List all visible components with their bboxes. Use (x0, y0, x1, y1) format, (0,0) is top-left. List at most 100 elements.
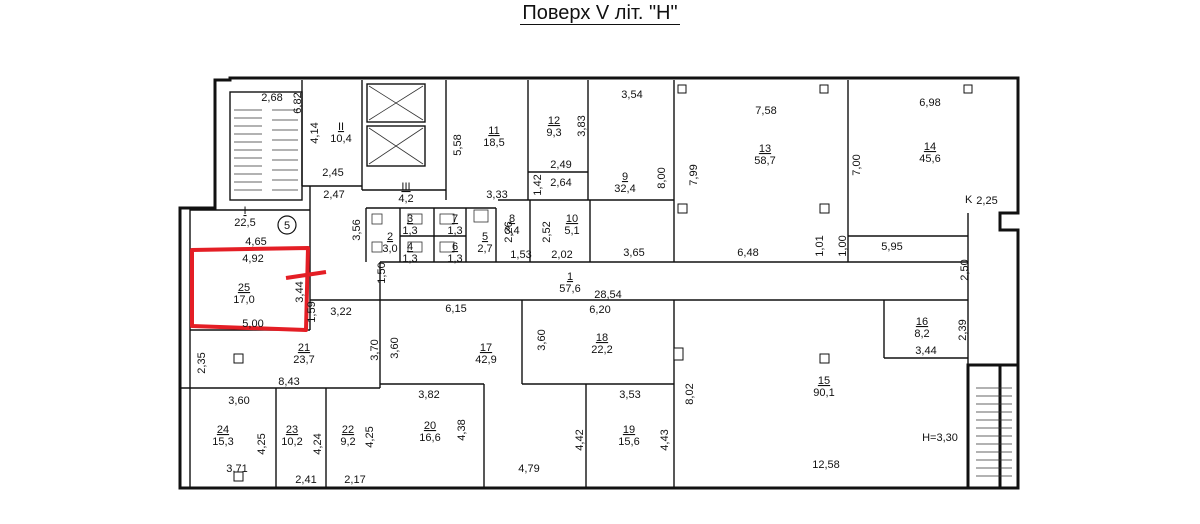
room-area-r5: 2,7 (477, 243, 492, 255)
room-area-r14: 45,6 (919, 153, 940, 165)
room-number-r3: 3 (407, 213, 413, 225)
room-number-r16: 16 (916, 316, 928, 328)
room-area-r9: 32,4 (614, 183, 635, 195)
room-number-r25: 25 (238, 282, 250, 294)
dimension-label: 2,47 (323, 189, 344, 201)
room-area-r23: 10,2 (281, 436, 302, 448)
room-area-r2: 3,0 (382, 243, 397, 255)
dimension-label: 4,43 (659, 429, 671, 450)
room-number-r19: 19 (623, 424, 635, 436)
dimension-label: 3,83 (576, 115, 588, 136)
room-number-r1: 1 (567, 271, 573, 283)
dimension-label: 1,50 (376, 262, 388, 283)
sanitary-fixtures (371, 209, 489, 253)
right-stair-block (966, 363, 1020, 490)
dimension-label: 5,58 (452, 134, 464, 155)
dimension-label: 1,01 (814, 235, 826, 256)
dimension-label: 8,00 (656, 167, 668, 188)
room-labels: I22,5II10,4III4,2157,623,031,341,352,761… (212, 115, 940, 448)
room-area-r4: 1,3 (402, 253, 417, 265)
highlight-room-25 (190, 246, 327, 332)
room-area-r19: 15,6 (618, 436, 639, 448)
room-number-r24: 24 (217, 424, 229, 436)
dimension-label: 3,70 (369, 339, 381, 360)
dimension-label: 1,59 (306, 301, 318, 322)
room-area-r8: 3,4 (504, 225, 519, 237)
room-area-r24: 15,3 (212, 436, 233, 448)
dimension-label: 2,26 (503, 221, 515, 242)
columns (233, 84, 973, 482)
dimension-label: 4,24 (312, 433, 324, 454)
dimension-label: 7,00 (851, 154, 863, 175)
dimension-label: 2,35 (196, 352, 208, 373)
dimension-label: 3,44 (294, 281, 306, 302)
room-area-r13: 58,7 (754, 155, 775, 167)
room-number-r20: 20 (424, 420, 436, 432)
k-mark: K (965, 194, 973, 206)
room-area-I: 22,5 (234, 217, 255, 229)
room-number-r18: 18 (596, 332, 608, 344)
room-number-r6: 6 (452, 241, 458, 253)
dimension-label: 7,99 (688, 164, 700, 185)
dimension-label: 2,68 (261, 92, 282, 104)
dimension-label: 2,02 (551, 249, 572, 261)
dimension-label: 1,00 (837, 235, 849, 256)
room-area-r16: 8,2 (914, 328, 929, 340)
room-number-r10: 10 (566, 213, 578, 225)
dimension-label: 2,52 (541, 221, 553, 242)
dimension-label: 6,15 (445, 303, 466, 315)
room-number-r7: 7 (452, 213, 458, 225)
dimension-label: 5,00 (242, 318, 263, 330)
room-number-r5: 5 (482, 231, 488, 243)
room-number-III: III (401, 181, 410, 193)
dimension-label: 4,79 (518, 463, 539, 475)
plan-title: Поверх V літ. "Н" (520, 2, 680, 25)
dimension-label: 3,22 (330, 306, 351, 318)
dimension-label: 4,14 (309, 122, 321, 143)
room-number-r11: 11 (488, 125, 499, 137)
dimension-label: 4,25 (256, 433, 268, 454)
dimension-label: 3,82 (418, 389, 439, 401)
dimension-label: 4,42 (574, 429, 586, 450)
dimension-label: 3,53 (619, 389, 640, 401)
dimension-label: 3,60 (536, 329, 548, 350)
dimension-label: 7,58 (755, 105, 776, 117)
room-area-III: 4,2 (398, 193, 413, 205)
dimension-label: 8,02 (684, 383, 696, 404)
room-area-r12: 9,3 (546, 127, 561, 139)
room-area-r3: 1,3 (402, 225, 417, 237)
height-note: H=3,30 (922, 432, 958, 444)
dimension-label: 4,92 (242, 253, 263, 265)
dimension-label: 3,71 (226, 463, 247, 475)
room-area-r1: 57,6 (559, 283, 580, 295)
dimension-label: 3,56 (351, 219, 363, 240)
dimension-label: 4,65 (245, 236, 266, 248)
dimension-label: 3,60 (389, 337, 401, 358)
room-number-r9: 9 (622, 171, 628, 183)
room-number-r21: 21 (298, 342, 310, 354)
room-number-I: I (243, 205, 246, 217)
room-number-r23: 23 (286, 424, 298, 436)
elevator-1 (366, 83, 426, 123)
dimension-label: 3,44 (915, 345, 936, 357)
marker-circle (277, 215, 297, 235)
stair-treads-top-left (234, 109, 298, 191)
room-area-r22: 9,2 (340, 436, 355, 448)
room-number-r8: 8 (509, 213, 515, 225)
room-area-r6: 1,3 (447, 253, 462, 265)
dimension-label: 6,98 (919, 97, 940, 109)
dimension-label: 3,60 (228, 395, 249, 407)
dimension-label: 3,65 (623, 247, 644, 259)
dimension-label: 28,54 (594, 289, 622, 301)
dimension-label: 8,43 (278, 376, 299, 388)
room-area-r10: 5,1 (564, 225, 579, 237)
marker-circle-label: 5 (284, 220, 290, 232)
dimension-label: 4,38 (456, 419, 468, 440)
room-area-r18: 22,2 (591, 344, 612, 356)
outer-wall (178, 76, 1020, 490)
room-number-r2: 2 (387, 231, 393, 243)
dimension-label: 2,17 (344, 474, 365, 486)
dimension-label: 2,50 (959, 259, 971, 280)
